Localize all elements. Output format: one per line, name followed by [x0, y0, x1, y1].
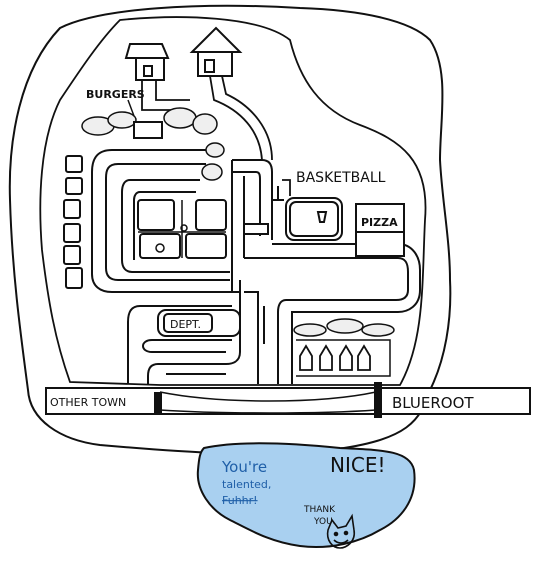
- note-struck: Fuhhr!: [222, 494, 258, 507]
- gate-east: [374, 382, 382, 418]
- se-hedge: [293, 318, 395, 337]
- note-youre: You're: [221, 458, 267, 476]
- city-buildings: [137, 199, 269, 259]
- house-left: [124, 43, 170, 81]
- driveway-left-2: [155, 80, 190, 101]
- driveway-left: [141, 80, 176, 111]
- label-other-town: OTHER TOWN: [50, 396, 126, 409]
- label-dept: DEPT.: [170, 318, 201, 331]
- burgers-pointer: [127, 99, 135, 117]
- note-talented: talented,: [222, 478, 271, 491]
- driveway-right: [209, 75, 263, 161]
- note-thank: THANK: [303, 505, 336, 515]
- pizza-shop: [355, 203, 405, 257]
- label-blueroot: BLUEROOT: [392, 394, 474, 412]
- dept-store: [157, 309, 241, 337]
- basketball-hoop-post: [282, 179, 291, 196]
- label-basketball: BASKETBALL: [296, 170, 386, 186]
- se-lot-border: [296, 339, 391, 377]
- note-nice: NICE!: [330, 453, 385, 477]
- house-right: [189, 26, 243, 77]
- inner-boundary: [39, 16, 427, 386]
- lake: [196, 442, 416, 549]
- se-houses: [299, 344, 371, 371]
- driveway-right-2: [221, 75, 273, 161]
- cat-face: [326, 513, 356, 549]
- burgers-building: [133, 121, 163, 139]
- west-lots: [63, 155, 83, 289]
- label-burgers: BURGERS: [86, 88, 145, 101]
- label-pizza: PIZZA: [361, 216, 398, 229]
- note-you: YOU.: [313, 517, 336, 527]
- road-network: [91, 149, 421, 384]
- gate-west: [154, 392, 162, 414]
- city-details: [138, 200, 226, 258]
- highway: [45, 382, 531, 418]
- basketball-court: [285, 197, 343, 241]
- hedge-row: [81, 107, 225, 181]
